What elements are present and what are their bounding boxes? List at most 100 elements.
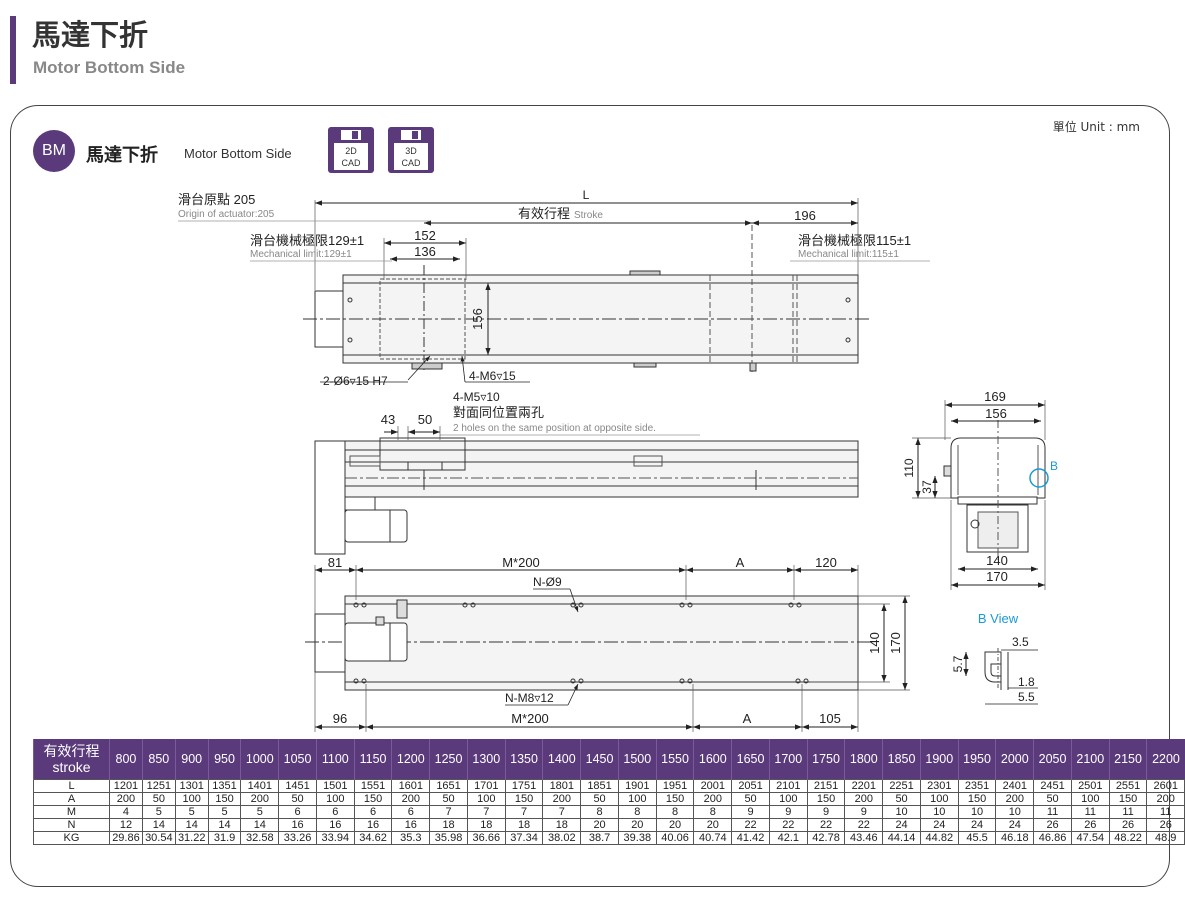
table-cell: 150 (806, 792, 846, 806)
b-label: B (1050, 459, 1058, 473)
drawing-frame (10, 105, 1170, 887)
table-cell: 200 (995, 792, 1035, 806)
table-cell: 2551 (1108, 779, 1148, 793)
stroke-en: Stroke (574, 210, 603, 221)
table-cell: 36.66 (466, 831, 506, 845)
row-label: N (32, 818, 111, 832)
table-cell: 5 (174, 805, 209, 819)
table-cell: 150 (207, 792, 242, 806)
table-cell: 20 (693, 818, 733, 832)
mech-left-zh: 滑台機械極限129±1 (250, 233, 364, 248)
stroke-column-header: 1350 (504, 739, 543, 780)
table-cell: 48.22 (1108, 831, 1148, 845)
table-cell: 1201 (109, 779, 143, 793)
stroke-column-header: 1750 (806, 739, 845, 780)
table-cell: 5 (240, 805, 280, 819)
n-m8-label: N-M8▿12 (505, 691, 554, 705)
origin-zh: 滑台原點 205 (178, 192, 255, 207)
dim-m200-top: M*200 (502, 555, 540, 570)
table-cell: 24 (995, 818, 1035, 832)
stroke-column-header: 1500 (617, 739, 657, 780)
table-cell: 10 (995, 805, 1035, 819)
dim-43: 43 (381, 412, 395, 427)
table-cell: 50 (882, 792, 921, 806)
dim-96: 96 (333, 711, 347, 726)
model-title: 馬達下折 (86, 145, 158, 166)
table-cell: 2001 (693, 779, 733, 793)
table-cell: 30.54 (141, 831, 176, 845)
table-cell: 26 (1033, 818, 1072, 832)
table-cell: 22 (731, 818, 770, 832)
stroke-column-header: 1050 (278, 739, 317, 780)
table-cell: 2251 (882, 779, 921, 793)
table-cell: 22 (768, 818, 808, 832)
table-cell: 14 (207, 818, 242, 832)
table-cell: 7 (542, 805, 582, 819)
b-view-detail (984, 648, 1009, 690)
table-cell: 10 (882, 805, 921, 819)
stroke-zh: 有效行程 (518, 206, 570, 221)
dim-152: 152 (414, 228, 436, 243)
table-cell: 50 (1033, 792, 1072, 806)
table-cell: 44.82 (919, 831, 959, 845)
table-cell: 26 (1146, 818, 1185, 832)
stroke-column-header: 2150 (1108, 739, 1147, 780)
table-cell: 48.9 (1146, 831, 1185, 845)
stroke-column-header: 1000 (240, 739, 279, 780)
table-cell: 7 (429, 805, 468, 819)
table-cell: 5 (141, 805, 176, 819)
table-cell: 1701 (466, 779, 506, 793)
table-cell: 42.78 (806, 831, 846, 845)
table-cell: 1751 (504, 779, 544, 793)
stroke-column-header: 1600 (693, 739, 732, 780)
table-cell: 9 (731, 805, 770, 819)
table-cell: 33.26 (278, 831, 317, 845)
dim-5-5: 5.5 (1018, 690, 1035, 704)
table-cell: 11 (1146, 805, 1185, 819)
stroke-column-header: 1100 (315, 739, 355, 780)
table-cell: 1951 (655, 779, 695, 793)
table-cell: 100 (617, 792, 657, 806)
floppy-icon (341, 130, 361, 140)
table-cell: 37.34 (504, 831, 544, 845)
table-cell: 35.98 (429, 831, 468, 845)
table-cell: 8 (580, 805, 619, 819)
table-cell: 150 (655, 792, 695, 806)
b-view-callout (1029, 468, 1049, 488)
dim-170-vertical: 170 (888, 632, 903, 654)
table-cell: 200 (109, 792, 143, 806)
stroke-column-header: 2050 (1033, 739, 1072, 780)
table-cell: 11 (1033, 805, 1072, 819)
dim-105: 105 (819, 711, 841, 726)
table-cell: 11 (1108, 805, 1148, 819)
stroke-column-header: 2100 (1070, 739, 1110, 780)
table-cell: 50 (731, 792, 770, 806)
holes-4-m5: 4-M5▿10 (453, 390, 500, 404)
table-cell: 7 (466, 805, 506, 819)
table-cell: 10 (957, 805, 997, 819)
table-cell: 47.54 (1070, 831, 1110, 845)
row-label: L (32, 779, 111, 793)
table-cell: 1551 (353, 779, 393, 793)
table-cell: 9 (844, 805, 884, 819)
stroke-column-header: 1900 (919, 739, 959, 780)
table-cell: 100 (919, 792, 959, 806)
table-cell: 24 (882, 818, 921, 832)
bottom-view (305, 595, 870, 691)
table-cell: 1501 (315, 779, 355, 793)
stroke-column-header: 1650 (731, 739, 770, 780)
table-cell: 39.38 (617, 831, 657, 845)
table-cell: 16 (315, 818, 355, 832)
dim-37: 37 (920, 480, 934, 494)
table-cell: 2451 (1033, 779, 1072, 793)
stroke-column-header: 1450 (580, 739, 619, 780)
table-cell: 1651 (429, 779, 468, 793)
dim-140: 140 (986, 553, 1008, 568)
table-cell: 5 (207, 805, 242, 819)
table-cell: 200 (542, 792, 582, 806)
table-cell: 22 (844, 818, 884, 832)
table-cell: 50 (580, 792, 619, 806)
